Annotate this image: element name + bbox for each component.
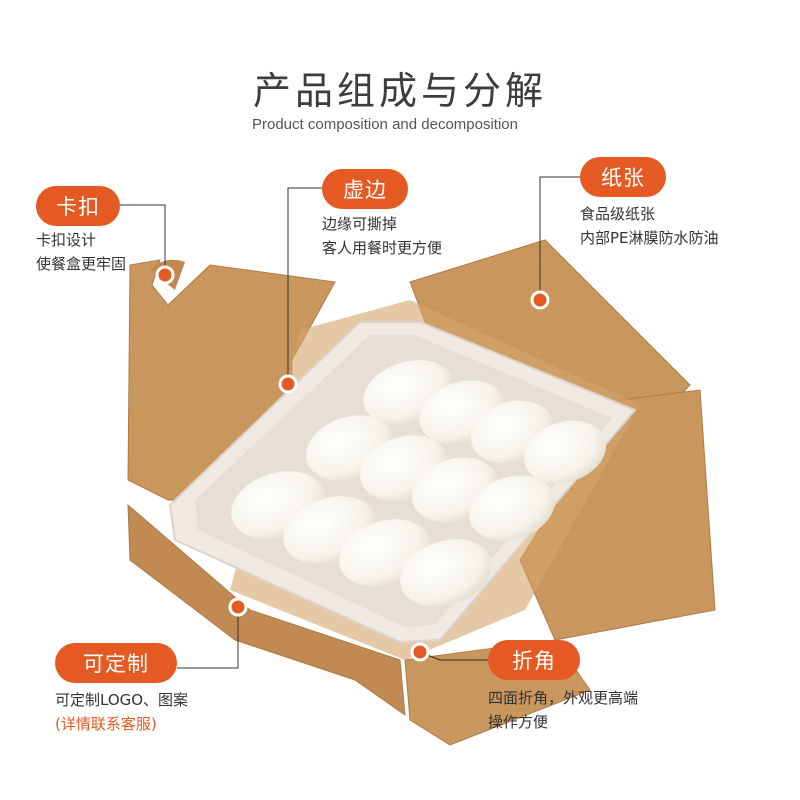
dot-clasp xyxy=(155,265,175,285)
dot-paper xyxy=(530,290,550,310)
callout-clasp-line: 卡扣设计 xyxy=(36,231,97,249)
dumplings xyxy=(231,360,607,607)
callout-edge-desc: 边缘可撕掉 客人用餐时更方便 xyxy=(322,212,442,260)
page-title: 产品组成与分解 xyxy=(252,69,547,113)
leader-lines xyxy=(120,176,582,669)
callout-paper-desc: 食品级纸张 内部PE淋膜防水防油 xyxy=(580,202,719,250)
callout-fold-line: 四面折角，外观更高端 xyxy=(488,689,639,707)
callout-dots xyxy=(155,265,550,662)
page-subtitle: Product composition and decomposition xyxy=(252,116,518,133)
callout-fold-label: 折角 xyxy=(488,640,580,680)
callout-custom-note: (详情联系客服) xyxy=(55,715,157,733)
callout-paper-line: 食品级纸张 xyxy=(580,205,656,223)
callout-edge-label: 虚边 xyxy=(322,169,408,209)
callout-clasp-desc: 卡扣设计 使餐盒更牢固 xyxy=(36,228,126,276)
dot-custom xyxy=(228,597,248,617)
dot-fold xyxy=(410,642,430,662)
callout-fold-desc: 四面折角，外观更高端 操作方便 xyxy=(488,686,638,734)
dot-edge xyxy=(278,374,298,394)
callout-custom-line: 可定制LOGO、图案 xyxy=(55,691,189,709)
leader-custom xyxy=(177,607,239,669)
callout-paper-label: 纸张 xyxy=(580,157,666,197)
callout-custom-label: 可定制 xyxy=(55,643,177,683)
callout-edge-line: 客人用餐时更方便 xyxy=(322,239,443,257)
leader-paper xyxy=(539,176,582,298)
callout-clasp-line: 使餐盒更牢固 xyxy=(36,255,127,273)
callout-paper-line: 内部PE淋膜防水防油 xyxy=(580,229,719,247)
leader-edge xyxy=(287,187,325,382)
callout-clasp-label: 卡扣 xyxy=(36,186,120,226)
box-front-flap xyxy=(127,503,406,717)
leader-clasp xyxy=(120,204,166,272)
callout-fold-line: 操作方便 xyxy=(488,713,549,731)
callout-custom-desc: 可定制LOGO、图案 (详情联系客服) xyxy=(55,688,188,736)
callout-edge-line: 边缘可撕掉 xyxy=(322,215,398,233)
